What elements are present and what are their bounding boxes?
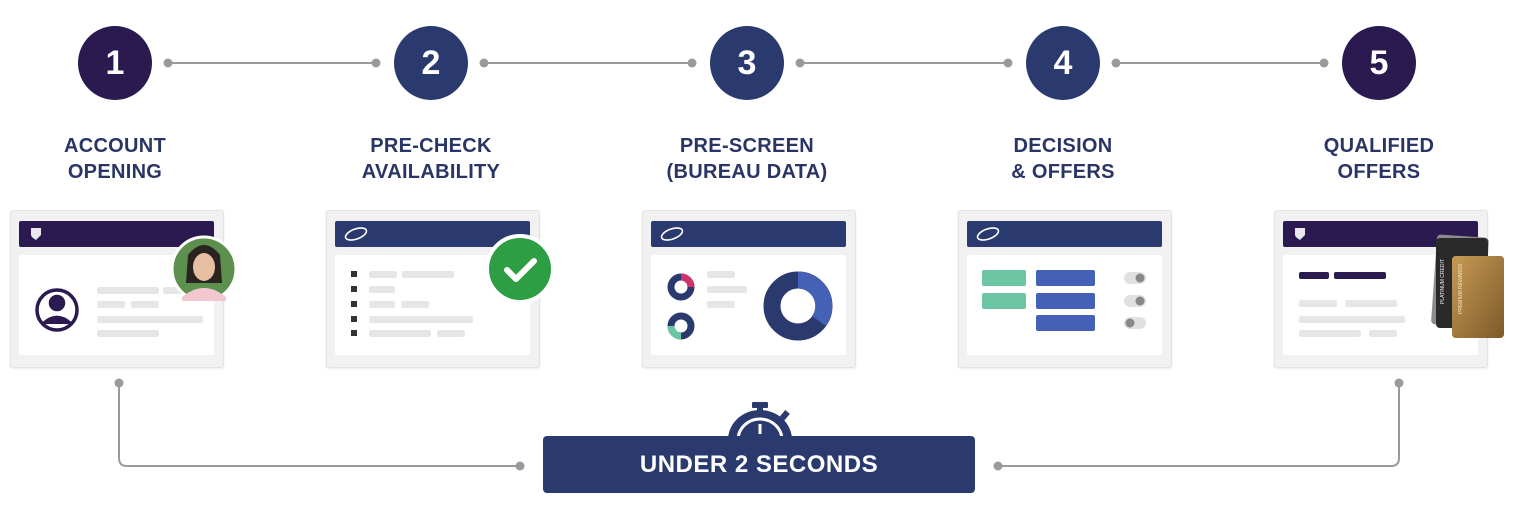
step-5-number: 5	[1342, 26, 1416, 100]
card-header	[651, 221, 846, 247]
person-photo-icon	[170, 235, 238, 303]
card-decision	[958, 210, 1172, 368]
card-header	[19, 221, 214, 247]
credit-cards-icon: PLATINUM CREDIT PREMIUM REWARDS	[1431, 234, 1504, 338]
offer-title-bars	[1299, 272, 1386, 279]
offer-buttons	[1036, 270, 1095, 331]
orbit-logo-icon	[344, 227, 368, 241]
timing-banner: UNDER 2 SECONDS	[543, 436, 975, 493]
small-donut-teal-icon	[667, 312, 695, 340]
banner-label: UNDER 2 SECONDS	[639, 450, 879, 478]
user-avatar-icon	[35, 288, 79, 332]
orbit-logo-icon	[976, 227, 1000, 241]
step-2-number: 2	[394, 26, 468, 100]
step-3-number: 3	[710, 26, 784, 100]
card-header	[967, 221, 1162, 247]
toggle-switches-icon	[1124, 272, 1146, 329]
shield-logo-icon	[1295, 228, 1305, 240]
step-4-number: 4	[1026, 26, 1100, 100]
card-text-platinum: PLATINUM CREDIT	[1440, 259, 1446, 304]
checkmark-badge-icon	[485, 234, 555, 304]
shield-logo-icon	[31, 228, 41, 240]
card-pre-screen	[642, 210, 856, 368]
offer-tiles	[982, 270, 1026, 309]
small-donut-pink-icon	[667, 273, 695, 301]
card-text-premium: PREMIUM REWARDS	[1458, 263, 1464, 314]
step-1-number: 1	[78, 26, 152, 100]
stopwatch-icon	[728, 402, 792, 440]
checklist	[351, 271, 357, 336]
orbit-logo-icon	[660, 227, 684, 241]
step-4-label: DECISION& OFFERS	[1011, 135, 1115, 183]
step-3-label: PRE-SCREEN(BUREAU DATA)	[666, 135, 828, 183]
large-donut-chart-icon	[763, 271, 833, 341]
